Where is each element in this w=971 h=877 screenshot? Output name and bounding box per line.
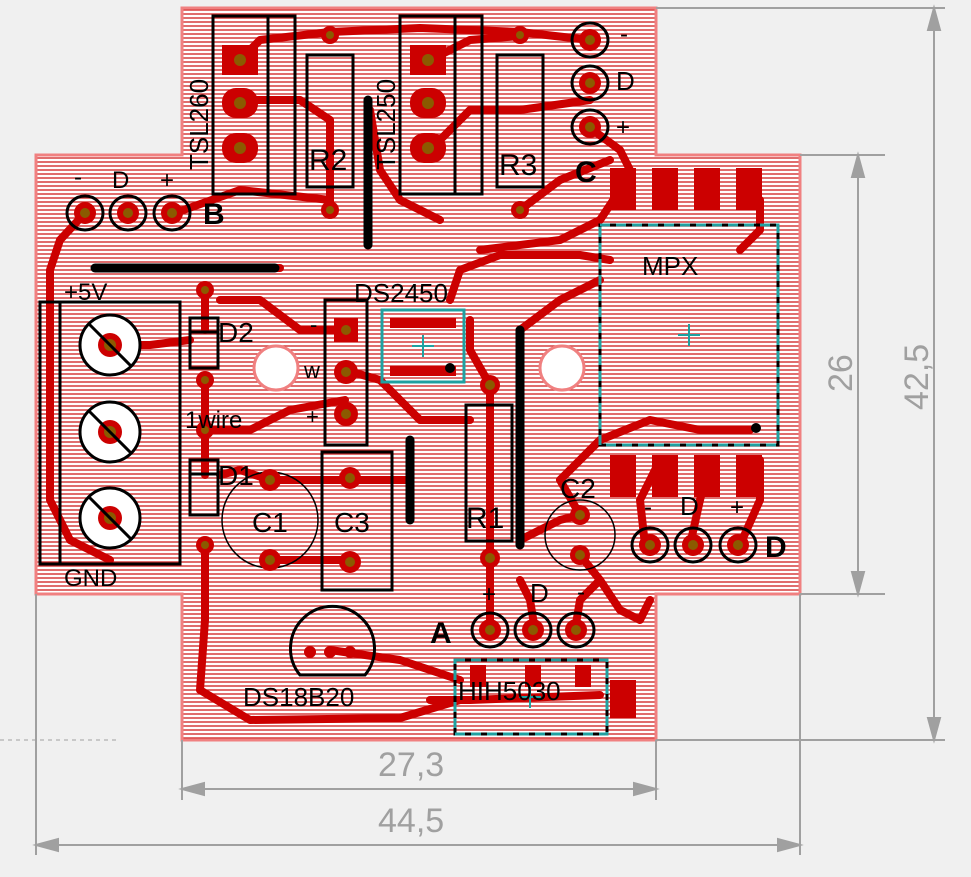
ds2450-label: DS2450	[354, 278, 448, 308]
connector-c: - D + C	[570, 21, 635, 189]
dim-inner-width: 27,3	[378, 746, 444, 784]
tsl250-sensor: TSL250	[371, 14, 484, 196]
conn-a-pin-d: D	[530, 578, 549, 608]
dim-outer-width: 44,5	[378, 802, 444, 840]
conn-c-pin-plus: +	[616, 114, 630, 141]
mpx-label: MPX	[642, 251, 698, 281]
onewire-label: 1wire	[185, 407, 242, 434]
dim-inner-height: 26	[822, 354, 860, 392]
r1-label: R1	[466, 502, 504, 535]
resistor-r3: R3	[495, 26, 545, 219]
mpx-pads	[610, 168, 762, 718]
screw-terminal: +5V GND	[38, 279, 182, 592]
d2-label: D2	[218, 317, 254, 348]
conn-a-label: A	[430, 617, 452, 650]
conn-c-label: C	[575, 156, 597, 189]
conn-d-pin-d: D	[680, 491, 699, 521]
conn-b-label: B	[203, 198, 225, 231]
resistor-r1: R1	[464, 375, 514, 568]
conn-b-pin-plus: +	[160, 167, 174, 194]
capacitor-c1: C1	[221, 469, 319, 571]
conn-a-pin-plus: +	[482, 581, 496, 608]
r3-label: R3	[499, 149, 537, 182]
onewire-connector: - w +	[303, 298, 369, 447]
resistor-r2: R2	[305, 26, 355, 219]
c1-label: C1	[252, 507, 288, 538]
connector-a: + D - A	[430, 578, 596, 650]
conn-a-pin-minus: -	[577, 579, 585, 606]
conn-d-pin-minus: -	[644, 494, 652, 521]
hih5030-label: HIH5030	[458, 676, 561, 706]
conn-b-pin-minus: -	[74, 164, 82, 191]
onewire-pin-plus: +	[306, 404, 319, 429]
dimension-lines	[0, 4, 945, 855]
ds18b20-sensor: DS18B20	[243, 604, 376, 712]
mpx-sensor: MPX	[598, 223, 780, 447]
capacitor-c2: C2	[544, 473, 616, 571]
hih5030-sensor: HIH5030	[453, 658, 609, 736]
diode-d1: D1	[188, 421, 254, 554]
onewire-pin-w: w	[303, 358, 320, 383]
mounting-holes	[252, 344, 586, 392]
onewire-pin-minus: -	[310, 312, 317, 337]
capacitor-c3: C3	[320, 450, 394, 592]
ds18b20-label: DS18B20	[243, 682, 354, 712]
ds2450-chip: DS2450	[354, 278, 466, 384]
c2-label: C2	[560, 473, 596, 504]
conn-d-label: D	[765, 531, 787, 564]
dim-outer-height: 42,5	[898, 344, 936, 410]
r2-label: R2	[309, 144, 347, 177]
plus5v-label: +5V	[64, 279, 107, 306]
connector-d: - D + D	[630, 491, 787, 564]
tsl250-label: TSL250	[371, 79, 401, 170]
conn-c-pin-d: D	[616, 66, 635, 96]
diode-d2: D2	[188, 281, 254, 389]
connector-b: - D + B	[65, 164, 225, 232]
tsl260-sensor: TSL260	[184, 14, 297, 196]
gnd-label: GND	[64, 565, 117, 592]
conn-d-pin-plus: +	[730, 494, 744, 521]
jumper-wires	[90, 95, 525, 550]
tsl260-label: TSL260	[184, 79, 214, 170]
c3-label: C3	[334, 507, 370, 538]
conn-c-pin-minus: -	[620, 21, 628, 48]
conn-b-pin-d: D	[112, 167, 129, 194]
